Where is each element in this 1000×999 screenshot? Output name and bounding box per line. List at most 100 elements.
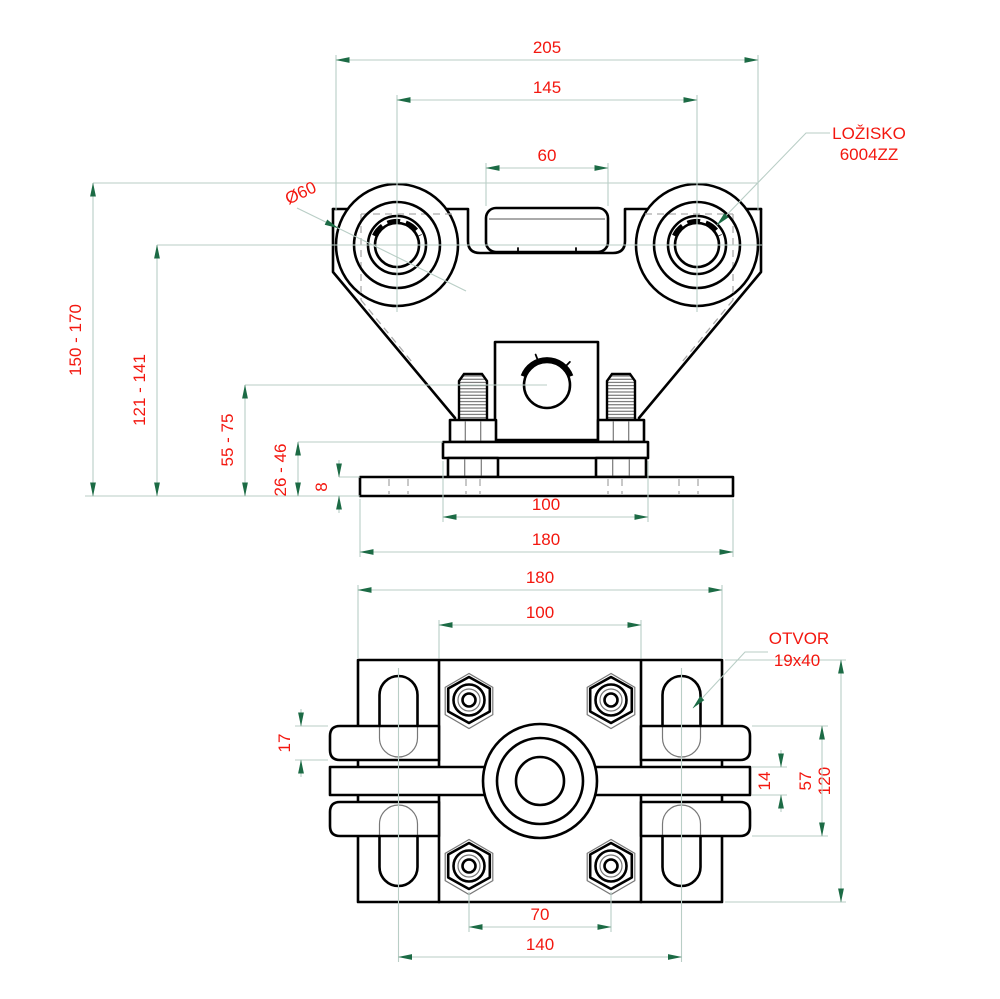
circlip-ears [534, 353, 571, 370]
rail-bottom-tabs [517, 247, 577, 254]
washer-inner [599, 854, 623, 878]
rail-profile [484, 206, 610, 254]
slot-centerlines [397, 668, 683, 962]
washer [452, 683, 486, 717]
hidden-body-edges [360, 213, 452, 363]
stud-right [605, 372, 637, 422]
dim-bolt-spacing: 100 [442, 495, 649, 520]
bolt-tip [461, 692, 477, 708]
dimension-text: 180 [526, 568, 554, 587]
ext-clamp-width [295, 725, 328, 761]
dimension-text: 121 - 141 [130, 354, 149, 426]
dimension-text: 100 [532, 495, 560, 514]
hex-bolt-top-left [444, 672, 494, 730]
dimension-text: 14 [755, 772, 774, 791]
nut-facets [464, 459, 482, 476]
hex-chamfer [444, 672, 494, 730]
dimension-text: 140 [526, 935, 554, 954]
dim-clamp-width: 17 [275, 709, 304, 777]
dim-plate-depth: 120 [815, 659, 844, 903]
washer [452, 849, 486, 883]
ext-total-width [335, 55, 759, 210]
clamp-tab-bottom-left [328, 800, 441, 838]
dimension-text: 8 [312, 482, 331, 491]
dimension-text: Ø60 [282, 178, 319, 209]
dim-wheel-spacing: 145 [396, 78, 698, 103]
dim-total-height: 150 - 170 [66, 182, 96, 497]
dimension-text: 205 [533, 38, 561, 57]
nut-facets [612, 459, 630, 476]
ext-bolt-spacing [442, 461, 649, 522]
wheel-centerlines-vertical [396, 95, 698, 312]
dim-body-width: 100 [438, 603, 642, 628]
dim-axle-center-height: 121 - 141 [130, 244, 160, 497]
washer [594, 849, 628, 883]
dimension-text: 70 [531, 905, 550, 924]
mounting-bar [441, 440, 650, 460]
dim-rail-width: 60 [485, 146, 609, 171]
bolt-tip [603, 692, 619, 708]
axle-block [493, 340, 600, 442]
front-view-dimensions: 205 145 60 Ø60 LOŽISKO 6004ZZ 150 - 170 [66, 38, 906, 557]
top-view [328, 658, 752, 904]
dim-plate-thickness: 8 [312, 460, 342, 513]
nut-upper-left [448, 418, 498, 444]
leader-line-tail [337, 227, 467, 292]
clamp-tab-top-right [639, 724, 752, 762]
dimension-text: 120 [815, 767, 834, 795]
hex-chamfer [586, 672, 636, 730]
bolt-tip [603, 858, 619, 874]
leader-bearing-label: LOŽISKO 6004ZZ [716, 124, 906, 226]
hub-middle-circle [495, 736, 585, 826]
nut-facets [612, 421, 630, 441]
top-view-dimensions: 180 100 OTVOR 19x40 120 57 14 [275, 568, 846, 962]
bearing-label-line2: 6004ZZ [840, 145, 899, 164]
dimension-text: 26 - 46 [271, 444, 290, 497]
base-plate [358, 475, 735, 498]
dim-web-thickness: 14 [755, 750, 784, 812]
dim-slot-spacing: 140 [398, 935, 682, 960]
dim-plate-width: 180 [359, 530, 734, 555]
dimension-text: 17 [275, 734, 294, 753]
clamp-tab-bottom-right [639, 800, 752, 838]
body-right-edge [637, 207, 763, 420]
dimension-text: 145 [533, 78, 561, 97]
dimension-text: 180 [532, 530, 560, 549]
base-plate-body [358, 475, 735, 498]
dim-bracket-height: 26 - 46 [271, 441, 301, 497]
nut-upper-right [596, 418, 646, 444]
dimension-text: 100 [526, 603, 554, 622]
ext-plate-width [357, 585, 723, 658]
nut-facets [464, 421, 482, 441]
slot-label-line2: 19x40 [774, 651, 820, 670]
dimension-text: 60 [538, 146, 557, 165]
washer-inner [457, 688, 481, 712]
dim-shaft-center-height: 55 - 75 [218, 384, 248, 497]
bearing-label-line1: LOŽISKO [832, 124, 906, 143]
dim-clamp-outer-span: 57 [796, 725, 825, 837]
leader-line [692, 651, 768, 709]
hub [481, 722, 599, 840]
leader-slot-label: OTVOR 19x40 [692, 629, 829, 709]
ext-body-width [438, 620, 642, 658]
nut-lower-right [594, 456, 648, 479]
leader-line [716, 132, 830, 226]
washer-inner [457, 854, 481, 878]
dim-bolt-spacing-top-view: 70 [468, 905, 612, 930]
stud-left [457, 372, 489, 422]
washer [594, 683, 628, 717]
ext-plate-depth [725, 659, 846, 903]
dimension-text: 55 - 75 [218, 414, 237, 467]
hub-bore-circle [514, 755, 566, 807]
clamp-tab-top-left [328, 724, 441, 762]
circlip-ring [520, 357, 574, 377]
washer-inner [599, 688, 623, 712]
slot-label-line1: OTVOR [769, 629, 829, 648]
hex-bolt-top-right [586, 672, 636, 730]
hub-outer-circle [481, 722, 599, 840]
ext-rail-width [485, 163, 609, 206]
body-left-edge [331, 207, 457, 420]
nut-lower-left [446, 456, 500, 479]
